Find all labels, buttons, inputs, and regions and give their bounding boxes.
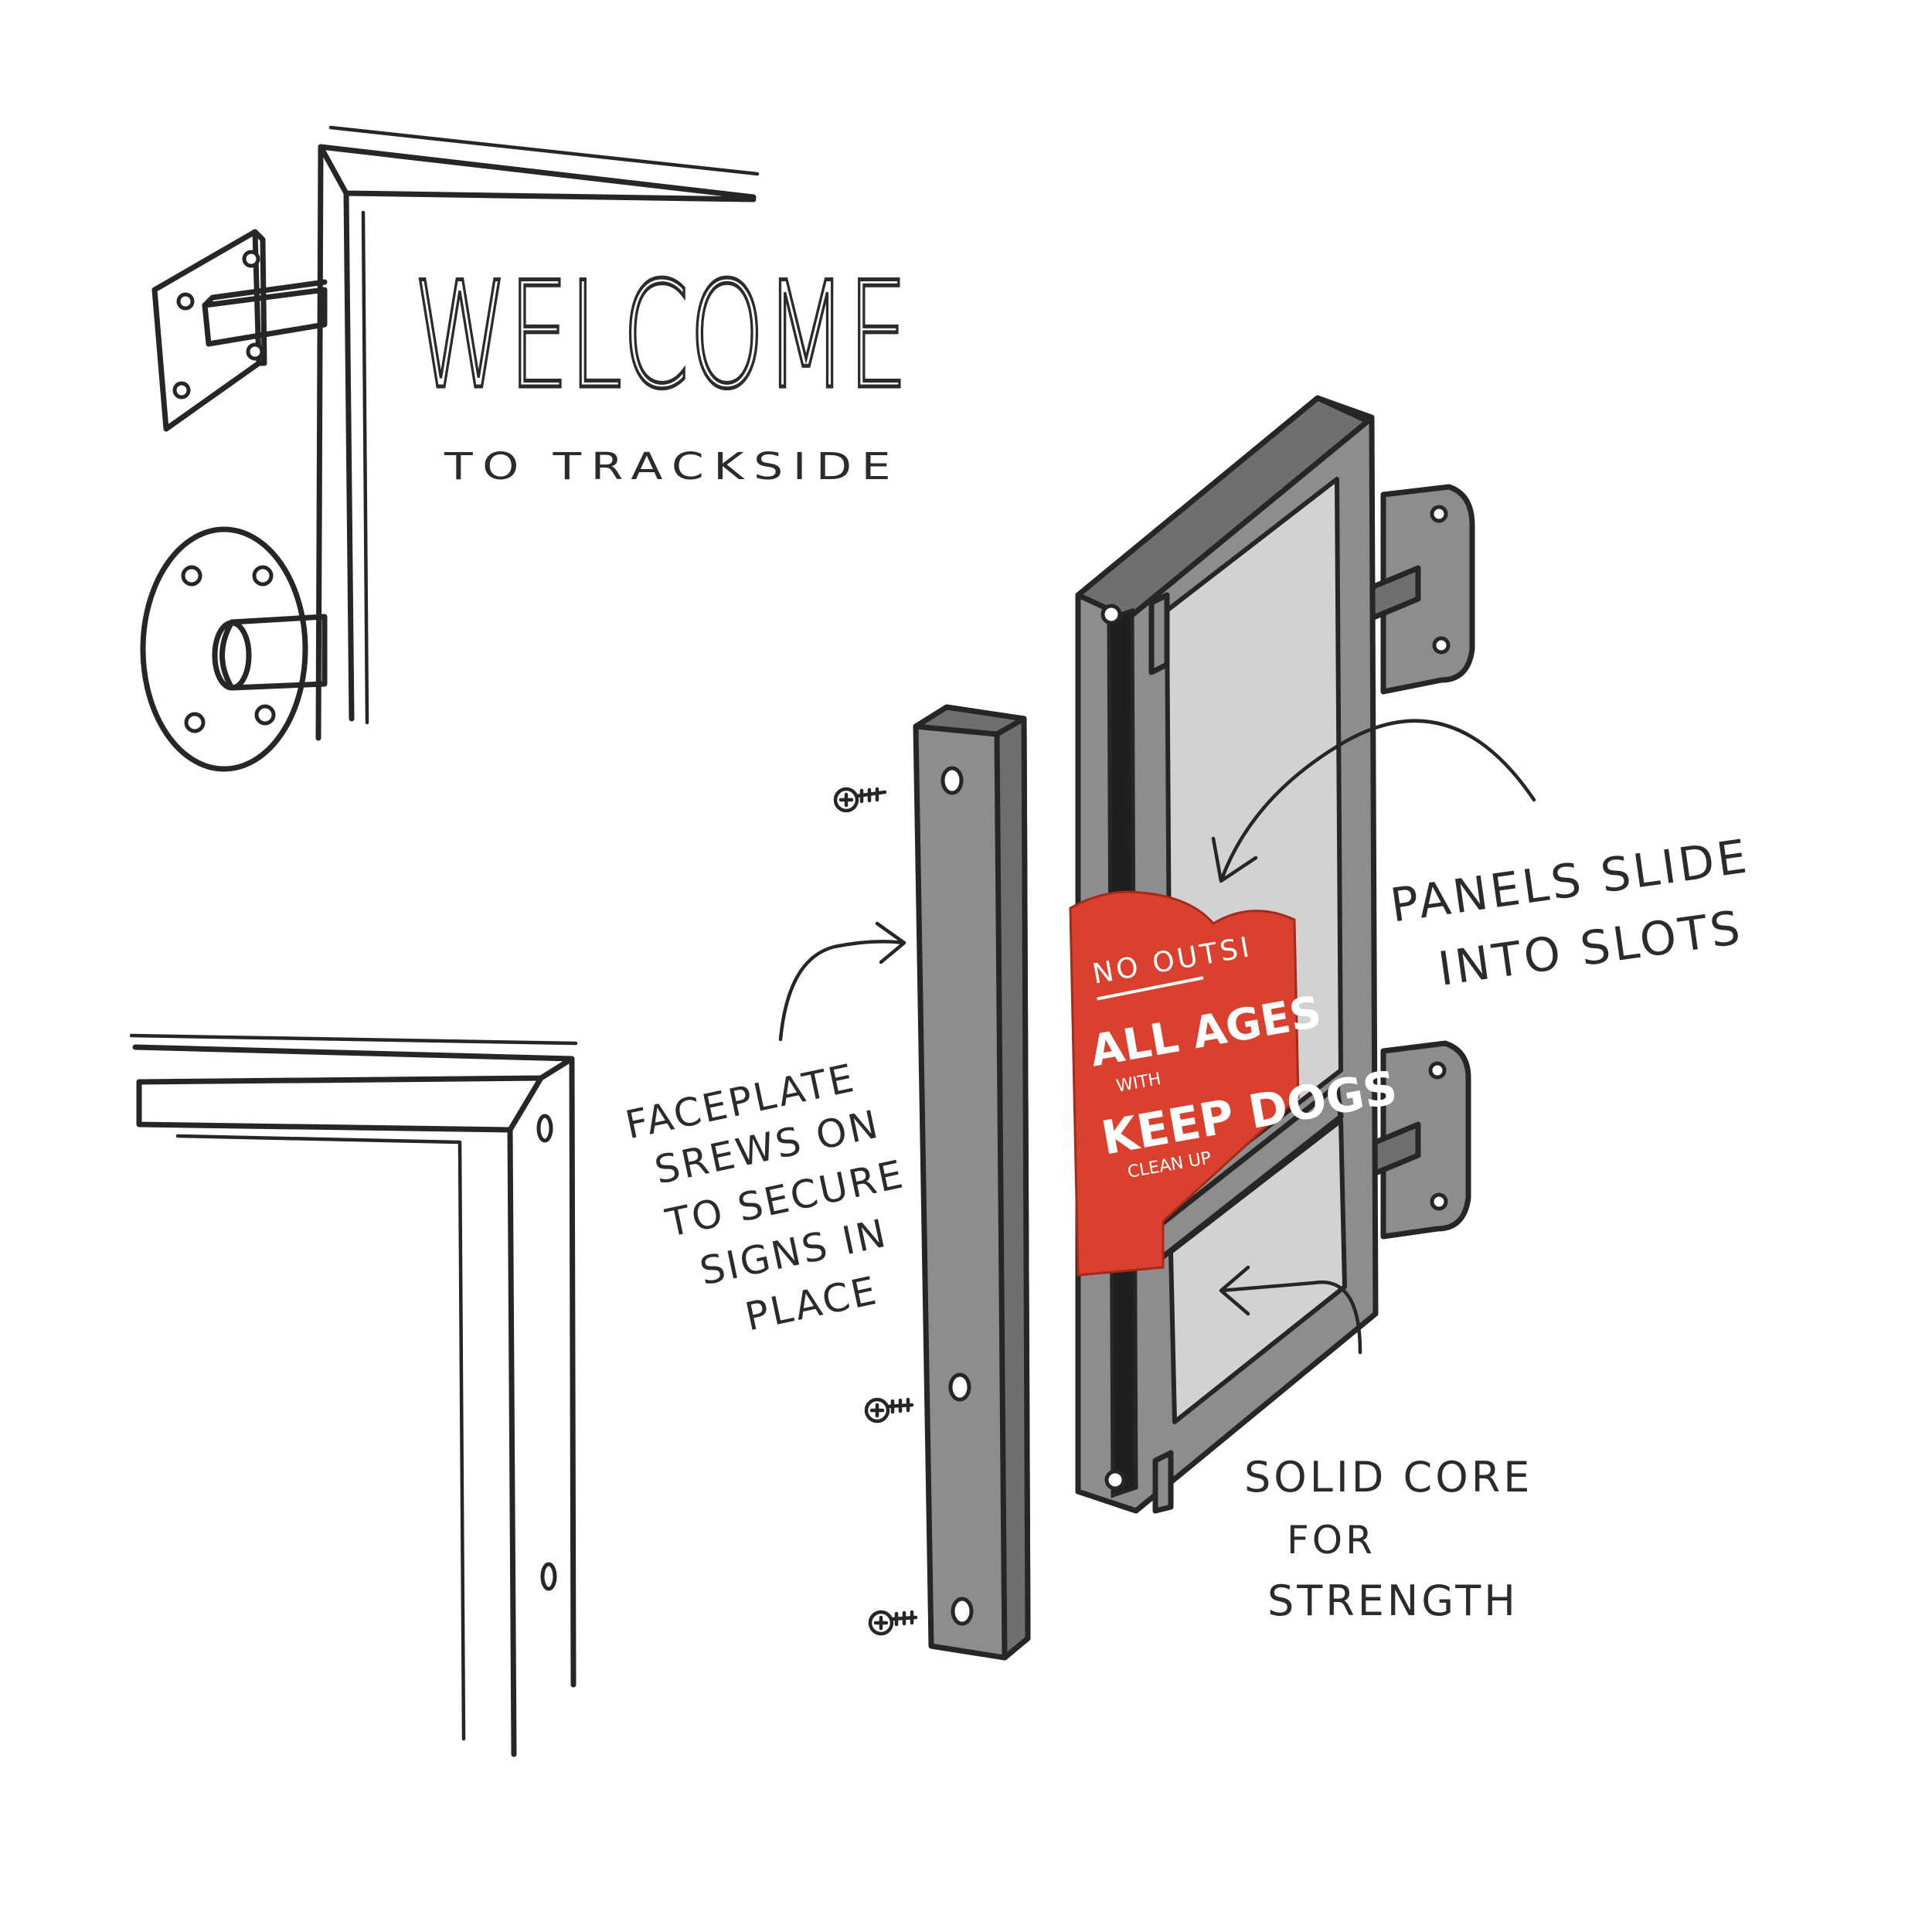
- red-sign-shape: [1069, 890, 1300, 1277]
- core-line-2: FOR: [1287, 1518, 1376, 1563]
- welcome-subtitle: TO TRACKSIDE: [444, 445, 900, 488]
- core-line-3: STRENGTH: [1267, 1577, 1519, 1625]
- screw-bottom: [868, 1610, 918, 1636]
- arrow-solid-core: [1219, 1265, 1362, 1355]
- welcome-title: WELCOME: [413, 250, 908, 421]
- bottom-sign-frame: [129, 1033, 578, 1757]
- faceplate-annotation: FACEPLATE SREWS ON TO SECURE SIGNS IN PL…: [621, 1056, 909, 1340]
- round-wall-bracket: [140, 526, 328, 772]
- red-sign-panel: NO OUTSI ALL AGES WITH KEEP DOGS CLEAN U…: [1069, 890, 1401, 1277]
- arrow-faceplate: [778, 921, 906, 1042]
- solid-core-annotation: SOLID CORE FOR STRENGTH: [1244, 1453, 1532, 1625]
- panels-annotation: PANELS SLIDE INTO SLOTS: [1387, 829, 1753, 997]
- core-line-1: SOLID CORE: [1244, 1453, 1532, 1502]
- screw-middle: [864, 1397, 914, 1423]
- square-wall-bracket: [151, 229, 328, 432]
- arrow-panels: [1211, 719, 1536, 883]
- faceplate: [913, 704, 1031, 1661]
- upper-right-bracket: [1369, 484, 1475, 695]
- lower-right-bracket: [1369, 1040, 1471, 1240]
- top-sign-frame: [315, 125, 760, 741]
- screw-top: [833, 787, 887, 813]
